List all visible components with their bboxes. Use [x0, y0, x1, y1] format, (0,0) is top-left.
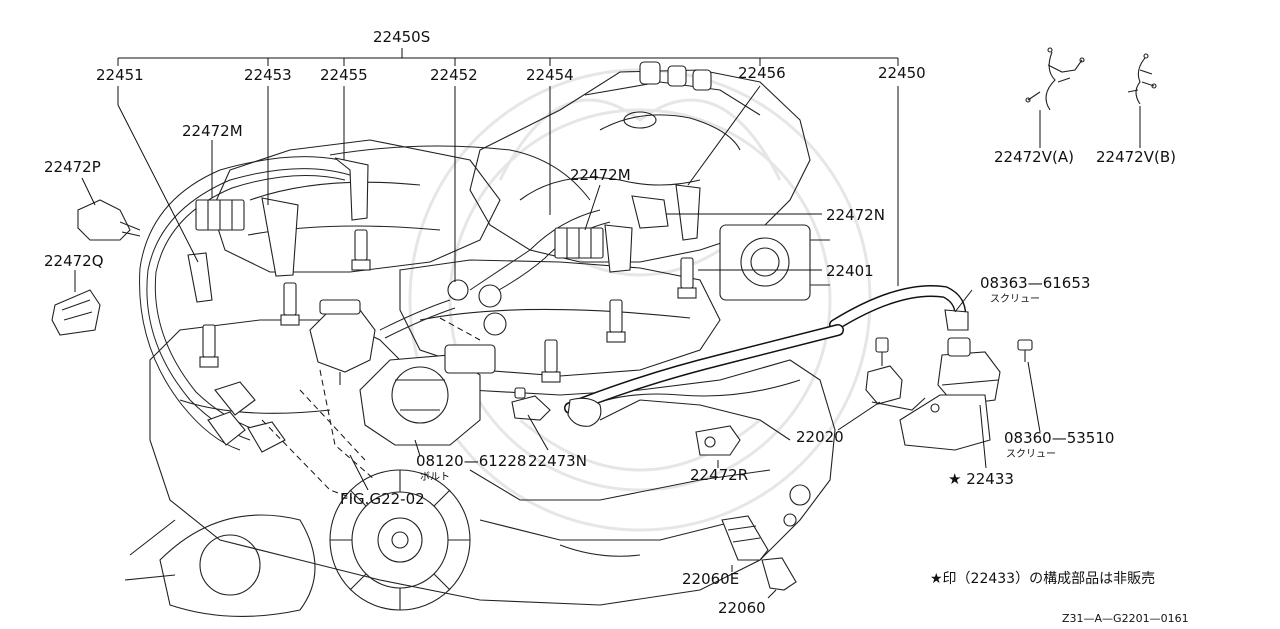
sensor-22060 — [761, 557, 797, 591]
label-22060: 22060 — [718, 599, 766, 617]
spark-plugs — [199, 229, 697, 383]
coil-lead-22450 — [564, 285, 969, 427]
label-22452: 22452 — [430, 66, 478, 84]
spark-plug-wires — [139, 145, 701, 453]
plug-wire-22454 — [604, 224, 633, 273]
label-08120-61228: 08120—61228 — [416, 452, 526, 470]
ignition-coil-22433 — [899, 337, 1033, 451]
label-22472V-B: 22472V(B) — [1096, 148, 1176, 166]
label-22472M-left: 22472M — [182, 122, 243, 140]
bracket-22473N — [511, 387, 551, 421]
sensor-22060E — [721, 515, 769, 561]
harness-22472V-A — [1025, 47, 1085, 111]
diagram-reference-code: Z31—A—G2201—0161 — [1062, 612, 1189, 625]
label-22454: 22454 — [526, 66, 574, 84]
label-fig-g22-02: FIG.G22-02 — [340, 490, 425, 508]
label-22472R: 22472R — [690, 466, 748, 484]
spark-plug-1 — [351, 229, 371, 271]
bracket-22472R — [695, 425, 741, 456]
label-22450: 22450 — [878, 64, 926, 82]
footnote-not-sold: ★印（22433）の構成部品は非販売 — [930, 571, 1155, 587]
label-22472P: 22472P — [44, 158, 101, 176]
label-22472N: 22472N — [826, 206, 885, 224]
label-22453: 22453 — [244, 66, 292, 84]
label-22401: 22401 — [826, 262, 874, 280]
label-22456: 22456 — [738, 64, 786, 82]
label-08360-53510: 08360—53510 — [1004, 429, 1114, 447]
label-22472V-A: 22472V(A) — [994, 148, 1074, 166]
label-22451: 22451 — [96, 66, 144, 84]
part-labels: 22450S 22451 22453 22455 22452 22454 224… — [44, 28, 1189, 625]
power-transistor-22020 — [865, 337, 926, 411]
label-08360-sub: スクリュー — [1006, 448, 1056, 460]
label-22472Q: 22472Q — [44, 252, 104, 270]
label-22020: 22020 — [796, 428, 844, 446]
engine-body — [124, 61, 836, 617]
plug-wire-22455 — [334, 157, 369, 221]
spark-plug-4 — [677, 257, 697, 299]
label-08363-sub: スクリュー — [990, 293, 1040, 305]
label-22060E: 22060E — [682, 570, 739, 588]
connector-22472P — [77, 199, 141, 241]
label-22433: ★ 22433 — [948, 470, 1014, 488]
spark-plug-5 — [606, 299, 626, 343]
spark-plug-6 — [541, 339, 561, 383]
harness-22472V-B — [1127, 53, 1157, 105]
label-08120-sub: ボルト — [420, 471, 450, 483]
label-22450S: 22450S — [373, 28, 430, 46]
label-22472M-right: 22472M — [570, 166, 631, 184]
dashed-leaders — [261, 317, 481, 499]
plug-wire-22453 — [261, 197, 299, 277]
label-22473N: 22473N — [528, 452, 587, 470]
plug-wire-22456 — [675, 184, 701, 241]
label-22455: 22455 — [320, 66, 368, 84]
spark-plug-3 — [199, 324, 219, 368]
label-08363-61653: 08363—61653 — [980, 274, 1090, 292]
spark-plug-2 — [280, 282, 300, 326]
leader-lines — [74, 48, 1141, 599]
plug-wire-22451 — [187, 252, 213, 303]
clip-22472Q — [51, 289, 101, 336]
